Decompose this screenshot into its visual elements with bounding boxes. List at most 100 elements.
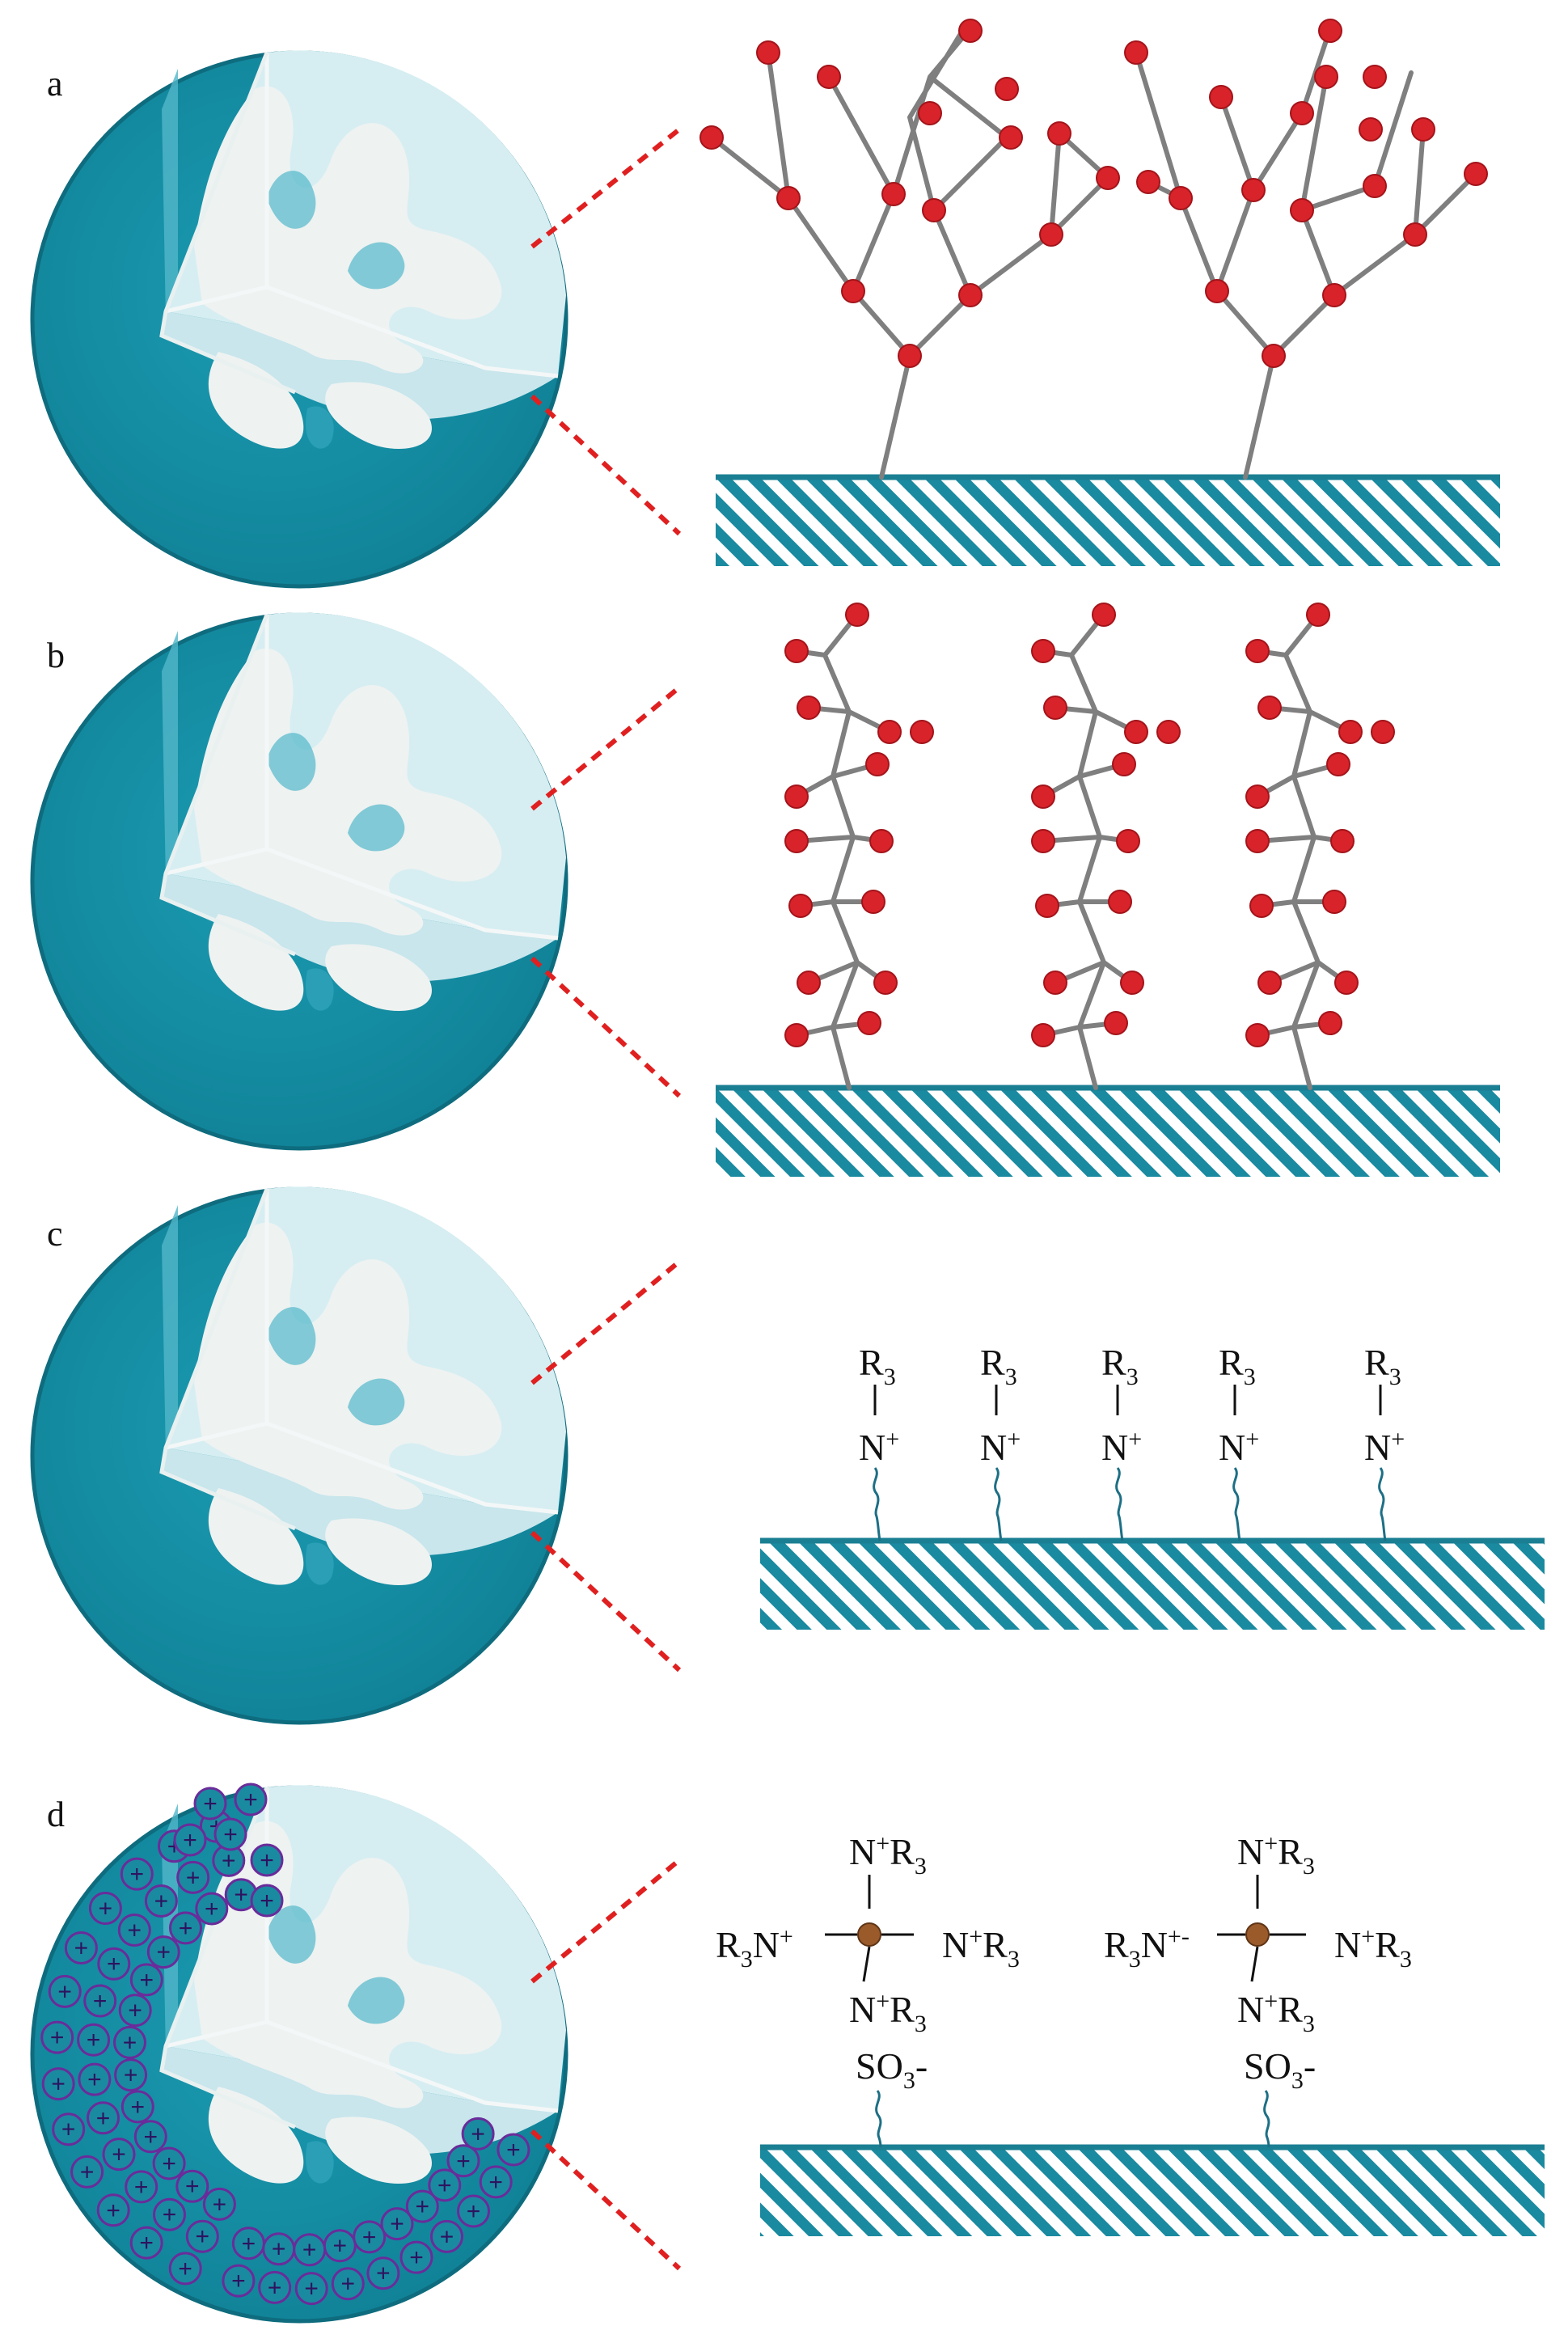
svg-text:+: + bbox=[74, 1935, 89, 1962]
svg-text:+: + bbox=[304, 2276, 319, 2303]
svg-text:+: + bbox=[154, 1888, 169, 1915]
svg-text:R3N+: R3N+ bbox=[716, 1923, 793, 1973]
positive-charge-icon: + bbox=[497, 2133, 530, 2167]
quaternary-amine-ligand bbox=[1100, 1340, 1143, 1542]
svg-text:+: + bbox=[416, 2193, 430, 2220]
svg-text:+: + bbox=[333, 2233, 348, 2260]
positive-charge-icon: + bbox=[405, 2189, 439, 2223]
zoom-leader-bottom bbox=[530, 2129, 682, 2271]
svg-text:+: + bbox=[178, 2256, 192, 2282]
svg-text:+: + bbox=[302, 2237, 317, 2264]
svg-text:+: + bbox=[106, 2197, 120, 2224]
positive-charge-icon: + bbox=[479, 2165, 513, 2199]
positive-charge-icon: + bbox=[457, 2194, 490, 2228]
positive-charge-icon: + bbox=[48, 1974, 82, 2008]
svg-text:+: + bbox=[409, 2244, 424, 2271]
tetra-amine-star-ligand: N+R3 R3N+- N+R3 N+R3 SO3- bbox=[1104, 1830, 1412, 2148]
positive-charge-icon: + bbox=[120, 2090, 154, 2124]
svg-text:+: + bbox=[260, 1847, 274, 1874]
positive-charge-icon: + bbox=[169, 1911, 202, 1945]
positive-charge-icon: + bbox=[250, 1884, 284, 1918]
positive-charge-icon: + bbox=[129, 2226, 163, 2260]
svg-text:+: + bbox=[163, 2201, 177, 2228]
quaternary-amine-ligand bbox=[1363, 1340, 1406, 1542]
svg-text:+: + bbox=[506, 2137, 521, 2163]
svg-text:+: + bbox=[242, 2231, 256, 2257]
zoom-leader-top bbox=[530, 685, 681, 811]
positive-charge-icon: + bbox=[428, 2168, 462, 2202]
positive-charge-icon: + bbox=[294, 2272, 328, 2306]
panel-c: c R3 N+ bbox=[32, 1186, 1545, 1723]
svg-text:+: + bbox=[87, 2027, 101, 2053]
positive-charge-icon: + bbox=[323, 2229, 357, 2263]
panel-label-d: d bbox=[47, 1795, 65, 1834]
svg-text:+: + bbox=[61, 2117, 76, 2143]
svg-text:R3N+-: R3N+- bbox=[1104, 1923, 1190, 1973]
positive-charge-icon: + bbox=[380, 2207, 414, 2241]
positive-charge-icon: + bbox=[173, 1823, 207, 1857]
positive-charge-icon: + bbox=[224, 1878, 258, 1912]
porous-bead-cutaway-icon bbox=[32, 612, 566, 1148]
substrate-hatch bbox=[716, 1088, 1500, 1177]
svg-text:+: + bbox=[99, 1896, 113, 1922]
svg-text:+: + bbox=[341, 2271, 356, 2298]
svg-text:+: + bbox=[186, 1864, 201, 1891]
svg-text:N+R3: N+R3 bbox=[1334, 1923, 1412, 1973]
positive-charge-icon: + bbox=[193, 1787, 227, 1821]
positive-charge-icon: + bbox=[293, 2233, 327, 2267]
positive-charge-icon: + bbox=[125, 2170, 158, 2204]
positive-charge-icon: + bbox=[176, 1860, 210, 1894]
panel-a: a bbox=[32, 19, 1500, 586]
positive-charge-icon: + bbox=[52, 2112, 86, 2146]
substrate-hatch bbox=[760, 2147, 1545, 2236]
svg-text:SO3-: SO3- bbox=[1244, 2045, 1316, 2094]
svg-text:SO3-: SO3- bbox=[856, 2045, 928, 2094]
svg-text:+: + bbox=[234, 1882, 248, 1909]
positive-charge-icon: + bbox=[87, 2101, 120, 2135]
svg-text:+: + bbox=[205, 1896, 219, 1922]
svg-text:+: + bbox=[50, 2024, 65, 2051]
positive-charge-icon: + bbox=[353, 2220, 387, 2254]
svg-text:+: + bbox=[268, 2274, 282, 2301]
zoom-leader-top bbox=[530, 1259, 681, 1385]
positive-charge-icon: + bbox=[168, 2252, 202, 2286]
svg-text:+: + bbox=[260, 1888, 274, 1914]
positive-charge-icon: + bbox=[117, 1914, 151, 1947]
svg-text:N+R3: N+R3 bbox=[1237, 1830, 1315, 1880]
central-atom bbox=[1245, 1922, 1270, 1947]
positive-charge-icon: + bbox=[96, 2193, 130, 2227]
svg-text:+: + bbox=[456, 2148, 471, 2175]
positive-charge-icon: + bbox=[118, 1994, 152, 2028]
positive-charge-icon: + bbox=[185, 2219, 219, 2253]
positive-charge-icon: + bbox=[64, 1931, 98, 1964]
positive-charge-icon: + bbox=[258, 2270, 292, 2304]
panel-label-c: c bbox=[47, 1214, 63, 1254]
svg-text:+: + bbox=[107, 1951, 121, 1977]
positive-charge-icon: + bbox=[102, 2138, 136, 2172]
positive-charge-icon: + bbox=[77, 2023, 111, 2057]
svg-text:+: + bbox=[80, 2159, 95, 2185]
svg-text:N+R3: N+R3 bbox=[942, 1923, 1020, 1973]
svg-text:+: + bbox=[134, 2174, 149, 2201]
positive-charge-icon: + bbox=[175, 2169, 209, 2203]
positive-charge-icon: + bbox=[88, 1892, 122, 1925]
positive-charge-icon: + bbox=[222, 2264, 256, 2298]
positive-charge-icon: + bbox=[40, 2020, 74, 2054]
substrate-hatch bbox=[760, 1541, 1545, 1630]
positive-charge-icon: + bbox=[83, 1984, 117, 2018]
positive-charge-icon: + bbox=[113, 2025, 146, 2059]
porous-bead-cutaway-icon bbox=[32, 50, 566, 586]
zoom-leader-bottom bbox=[530, 394, 682, 536]
svg-text:+: + bbox=[223, 1821, 238, 1848]
positive-charge-icon: + bbox=[120, 1857, 154, 1891]
positive-charge-icon: + bbox=[70, 2155, 104, 2189]
svg-text:+: + bbox=[185, 2173, 200, 2200]
svg-text:+: + bbox=[183, 1827, 197, 1854]
svg-text:+: + bbox=[376, 2260, 391, 2287]
zoom-leader-bottom bbox=[530, 1530, 682, 1673]
positive-charge-icon: + bbox=[250, 1843, 284, 1877]
svg-text:+: + bbox=[437, 2172, 452, 2199]
svg-text:+: + bbox=[157, 1939, 171, 1966]
svg-text:+: + bbox=[179, 1915, 193, 1942]
